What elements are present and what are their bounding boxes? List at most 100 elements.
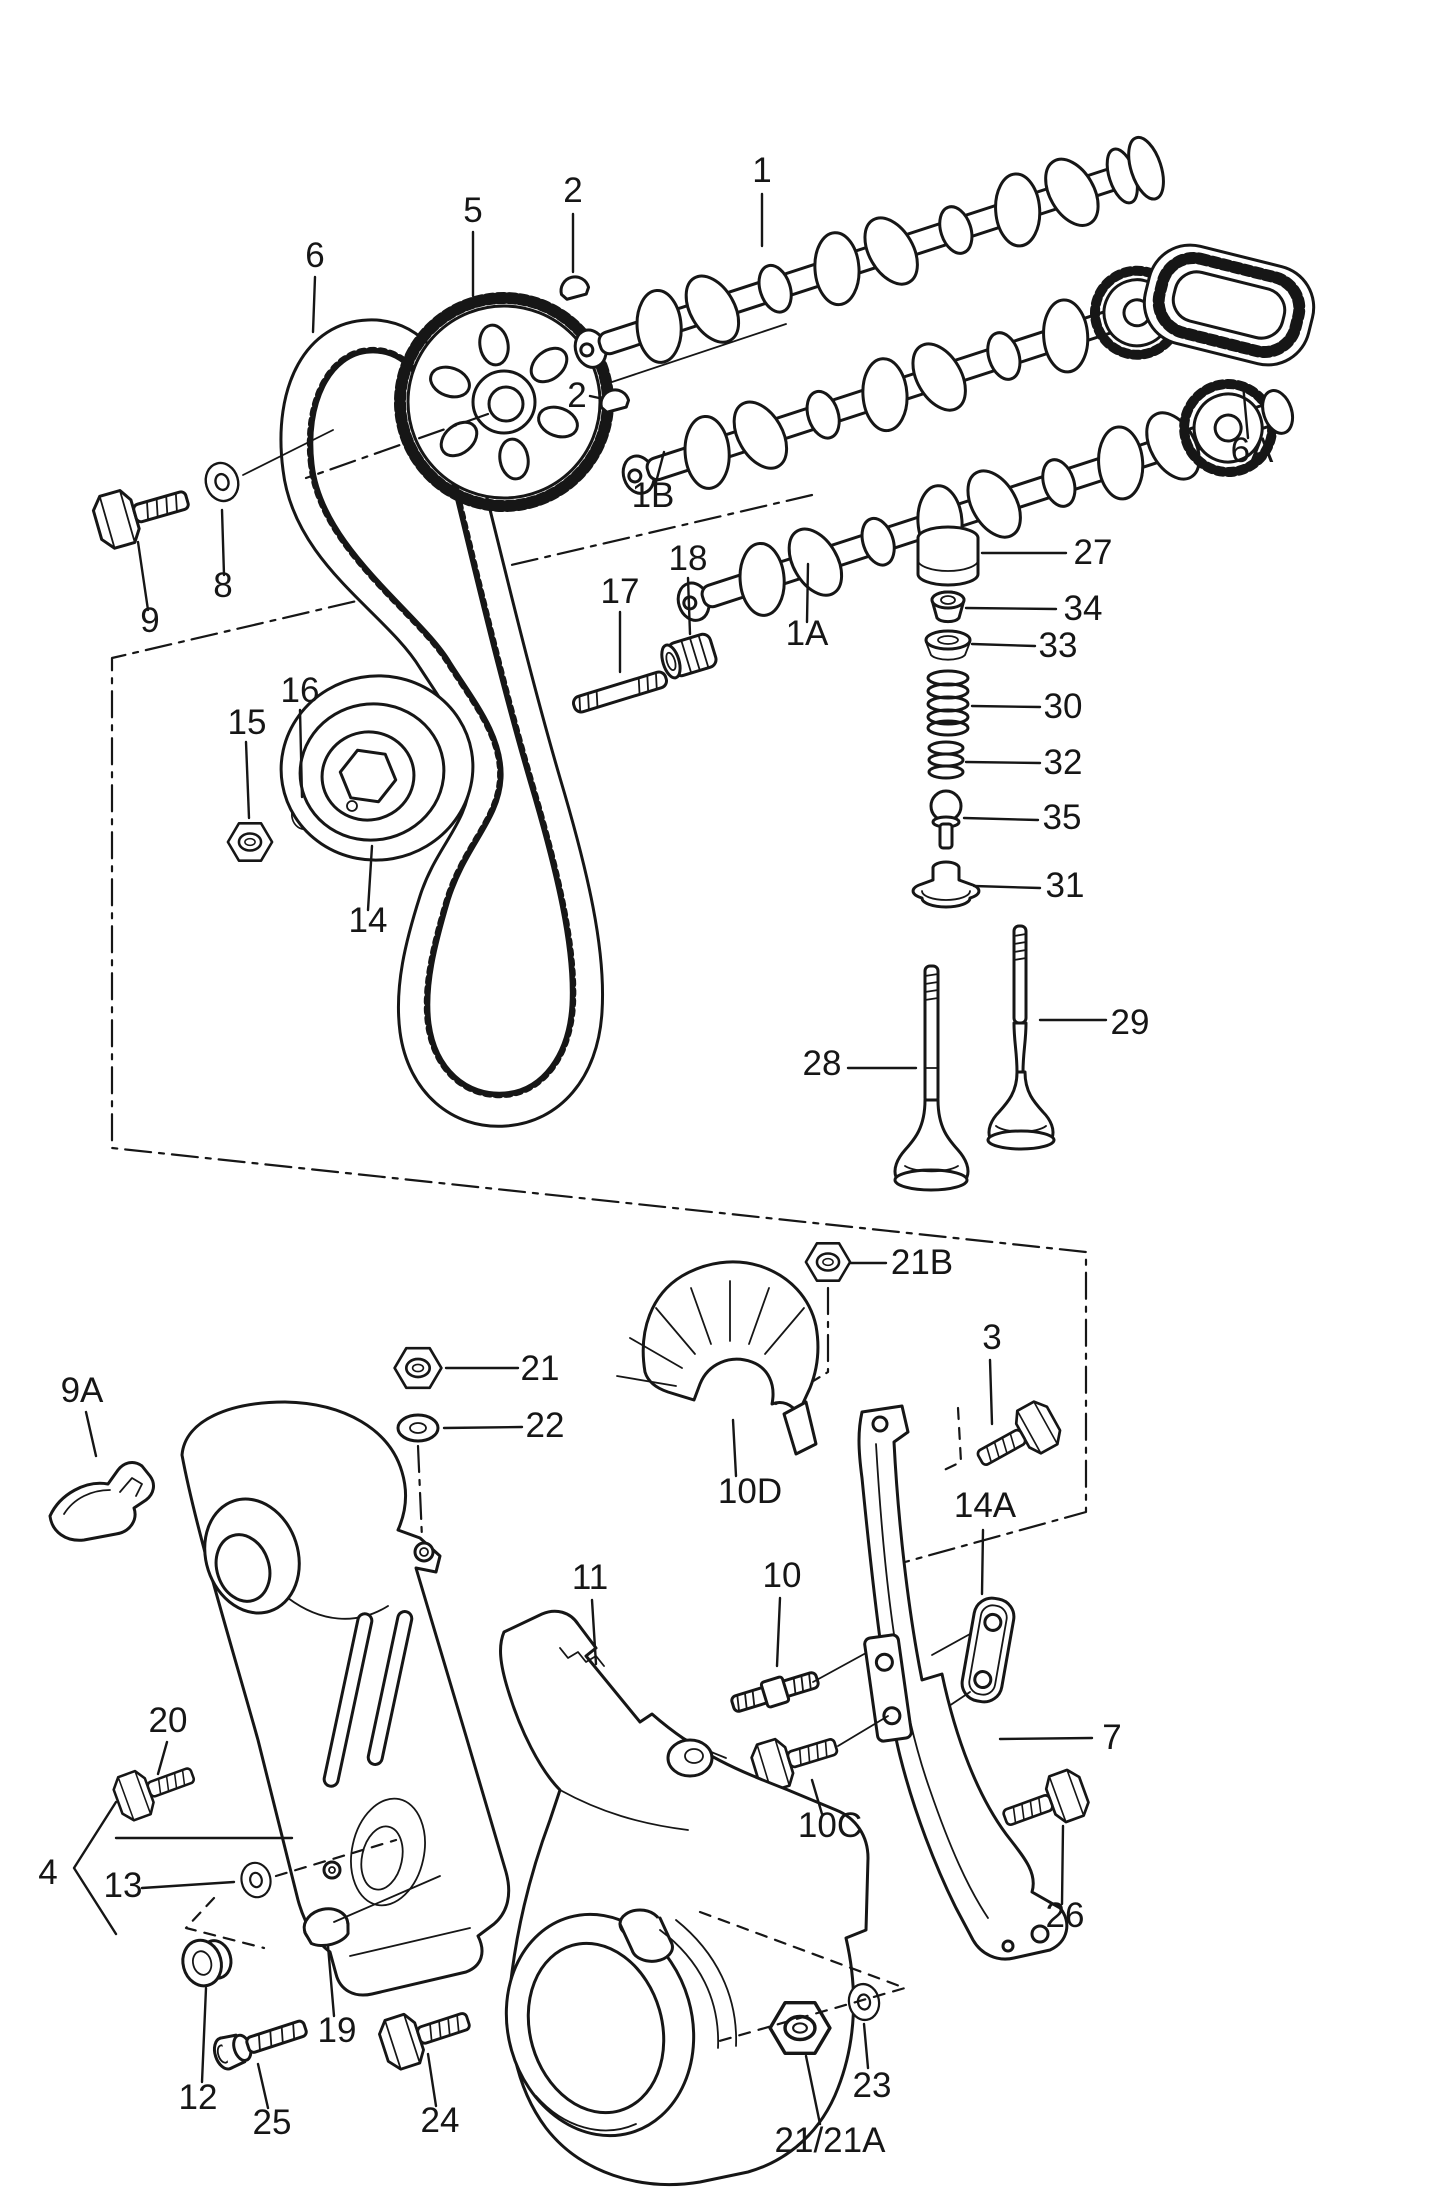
cover-plug-19 xyxy=(302,1907,350,1947)
callout-8: 8 xyxy=(213,566,232,605)
plate-14a xyxy=(960,1596,1016,1704)
callout-3: 3 xyxy=(982,1318,1001,1357)
callout-16: 16 xyxy=(281,671,320,710)
callout-12: 12 xyxy=(179,2078,218,2117)
callout-32: 32 xyxy=(1044,743,1083,782)
callout-20: 20 xyxy=(149,1701,188,1740)
callout-19: 19 xyxy=(318,2011,357,2050)
callout-7: 7 xyxy=(1102,1718,1121,1757)
washer-22-position-line xyxy=(416,1444,424,1540)
sealing-plug-12 xyxy=(181,1938,233,1988)
callout-14a: 14A xyxy=(954,1486,1017,1525)
timing-cover-outer xyxy=(180,1400,511,1997)
bolt-20 xyxy=(108,1751,202,1825)
valve-29 xyxy=(986,924,1056,1151)
callout-21: 21 xyxy=(521,1349,560,1388)
camshaft-1a xyxy=(676,379,1295,622)
callout-29: 29 xyxy=(1111,1003,1150,1042)
nut-21 xyxy=(393,1346,443,1390)
nut-21a-position-line xyxy=(698,1910,907,2044)
callout-21-21a: 21/21A xyxy=(775,2121,887,2160)
nut-21b xyxy=(804,1242,852,1282)
callout-35: 35 xyxy=(1043,798,1082,837)
callout-28: 28 xyxy=(803,1044,842,1083)
nut-21-21a xyxy=(768,2000,832,2056)
callout-2-lower: 2 xyxy=(567,376,586,415)
woodruff-key-upper xyxy=(559,275,591,301)
callout-17: 17 xyxy=(601,572,640,611)
callout-22: 22 xyxy=(526,1406,565,1445)
callout-33: 33 xyxy=(1039,626,1078,665)
callout-13: 13 xyxy=(104,1866,143,1905)
plate-14a-align-line-1 xyxy=(931,1633,971,1656)
threaded-bush-18 xyxy=(660,632,718,680)
valve-collet-34 xyxy=(930,590,966,624)
stud-10 xyxy=(730,1671,820,1713)
callout-14: 14 xyxy=(349,901,388,940)
bolt-25 xyxy=(212,2019,308,2071)
callout-6: 6 xyxy=(305,236,324,275)
callout-34: 34 xyxy=(1064,589,1103,628)
group-boundary xyxy=(110,493,1088,1564)
callout-26: 26 xyxy=(1046,1896,1085,1935)
callout-18: 18 xyxy=(669,539,708,578)
callout-11: 11 xyxy=(572,1558,608,1597)
woodruff-key-lower xyxy=(599,388,631,414)
callout-labels: 1 2 5 6 2 1B 1A 6A 8 9 15 16 14 17 18 27… xyxy=(38,151,1274,2160)
callout-9: 9 xyxy=(140,601,159,640)
callout-23: 23 xyxy=(853,2066,892,2105)
washer-13-align-line xyxy=(274,1838,398,1878)
valve-spring-30 xyxy=(926,669,970,737)
nut-21b-position-line xyxy=(774,1286,830,1406)
callout-10c: 10C xyxy=(798,1806,862,1845)
bolt-26 xyxy=(995,1765,1094,1843)
callout-6a: 6A xyxy=(1231,431,1274,470)
washer-8-position-line xyxy=(242,429,334,476)
bolt-3 xyxy=(967,1395,1067,1482)
cover-segment-10d xyxy=(616,1260,820,1456)
callout-25: 25 xyxy=(253,2103,292,2142)
bolt-3-position-line xyxy=(942,1406,963,1472)
camshaft-1b xyxy=(621,265,1184,495)
nut-15 xyxy=(226,822,274,862)
callout-27: 27 xyxy=(1074,533,1113,572)
bolt-35 xyxy=(929,789,963,850)
bucket-tappet-27 xyxy=(916,525,980,587)
callout-5: 5 xyxy=(463,191,482,230)
timing-chain xyxy=(1142,243,1316,367)
bolt-9 xyxy=(88,471,196,553)
washer-13-position-line xyxy=(184,1896,266,1950)
callout-1: 1 xyxy=(752,151,771,190)
spring-retainer-33 xyxy=(924,629,972,661)
plug-19-align-line xyxy=(333,1875,441,1923)
callout-31: 31 xyxy=(1046,866,1085,905)
callout-24: 24 xyxy=(421,2101,460,2140)
callout-4: 4 xyxy=(38,1853,57,1892)
stud-17 xyxy=(571,670,669,714)
cover-housing-11 xyxy=(499,1609,870,2186)
valve-spring-32 xyxy=(927,740,965,780)
callout-21b: 21B xyxy=(891,1243,953,1282)
bracket-4-range xyxy=(72,1800,118,1936)
callout-10: 10 xyxy=(763,1556,802,1595)
callout-30: 30 xyxy=(1044,687,1083,726)
stud-10-align-line xyxy=(812,1652,867,1683)
tensioner-pulley xyxy=(279,674,475,862)
callout-15: 15 xyxy=(228,703,267,742)
callout-9a: 9A xyxy=(61,1371,104,1410)
valve-28 xyxy=(893,964,970,1192)
washer-22 xyxy=(396,1413,440,1443)
bolt-10c-align-line xyxy=(837,1715,889,1747)
camshaft-sprocket xyxy=(304,292,787,512)
camshaft-1 xyxy=(573,135,1165,369)
washer-13 xyxy=(237,1859,275,1901)
retaining-clip-9a xyxy=(48,1461,155,1542)
callout-10d: 10D xyxy=(718,1472,782,1511)
callout-2-upper: 2 xyxy=(563,171,582,210)
rear-timing-cover-7 xyxy=(857,1404,1069,1961)
spring-seat-31 xyxy=(911,860,981,909)
washer-8 xyxy=(200,457,244,507)
leader-lines xyxy=(84,192,1250,2126)
